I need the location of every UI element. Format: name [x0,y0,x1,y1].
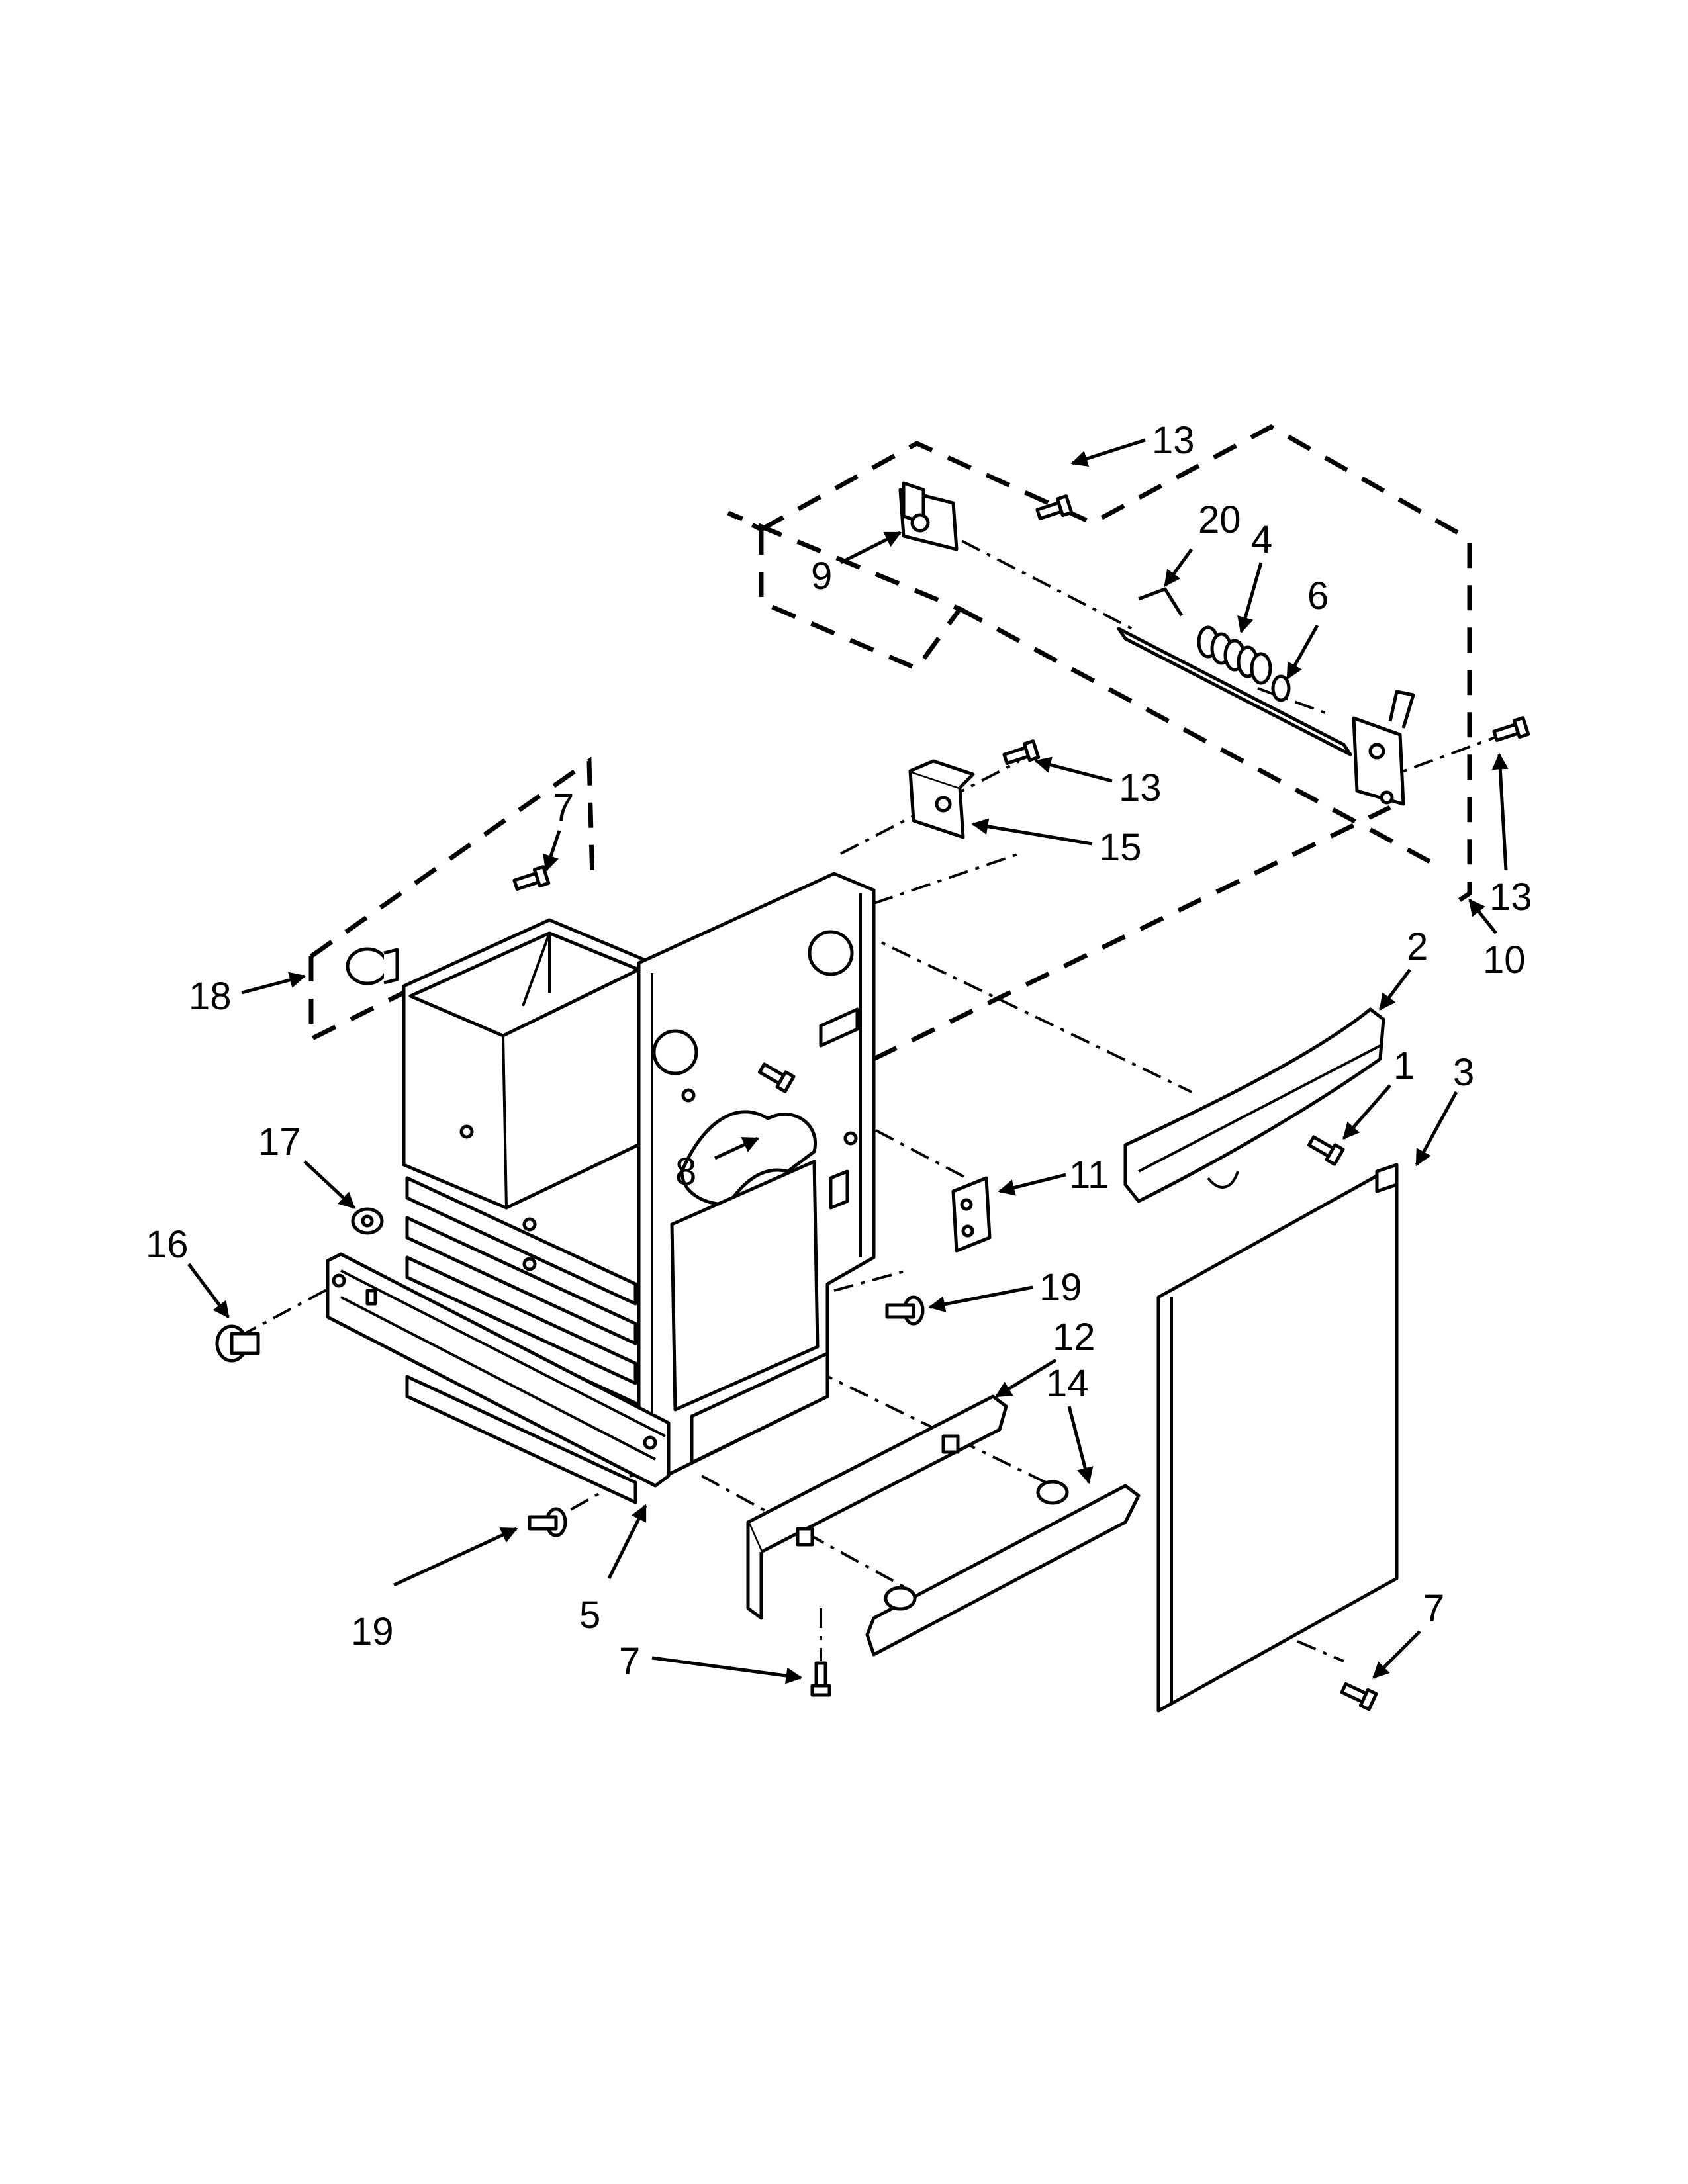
callout-9: 9 [811,555,832,598]
callout-13-top: 13 [1152,419,1195,462]
plug-part-19-upper [885,1295,925,1326]
callout-18: 18 [189,975,232,1018]
screw-part-13-right [1493,718,1528,745]
callout-17: 17 [258,1120,301,1163]
top-trim-part-2 [1123,1007,1385,1203]
callout-5: 5 [579,1594,600,1637]
clip-part-11 [951,1176,992,1253]
callout-1: 1 [1393,1044,1415,1087]
grille-part-14 [865,1480,1141,1657]
washer-part-6 [1271,674,1291,702]
knob-part-18 [346,947,399,985]
hinge-rod-part-20 [1117,587,1352,756]
base-rail-part-5 [326,1252,671,1488]
callout-2: 2 [1407,925,1428,968]
group-box-10 [727,424,1472,902]
screw-part-7-right [1340,1680,1376,1709]
callout-7-bottom: 7 [619,1640,640,1683]
toe-kick-part-12 [746,1394,1008,1620]
callout-13-mid: 13 [1119,766,1162,809]
screw-part-13-mid [1003,741,1039,768]
callout-16: 16 [146,1223,189,1266]
callout-15: 15 [1099,826,1142,869]
callout-11: 11 [1069,1154,1109,1197]
cabinet-frame [402,872,876,1504]
callout-12: 12 [1053,1316,1096,1359]
nut-part-17 [351,1207,384,1235]
bracket-part-15 [908,759,975,839]
screw-part-7-top [513,867,549,893]
callout-7-top: 7 [553,786,574,829]
side-panel-part-3 [1156,1163,1399,1713]
group-box-18 [308,756,595,1043]
leader-arrows [187,438,1509,1684]
callout-19-lower: 19 [351,1610,394,1653]
screw-part-1 [1307,1134,1343,1165]
spring-part-4 [1197,625,1272,685]
hinge-bracket-part-9 [898,481,959,551]
callout-19-upper: 19 [1039,1266,1082,1309]
assembly-lines [238,522,1503,1662]
callout-7-right: 7 [1423,1587,1444,1630]
callout-10: 10 [1483,938,1526,981]
callout-13-right: 13 [1489,876,1532,919]
callout-20: 20 [1198,498,1241,541]
callout-4: 4 [1251,518,1272,561]
screw-part-7-bottom [812,1663,829,1695]
callout-labels: 13 20 4 6 9 13 15 13 10 7 18 2 1 3 8 11 … [146,419,1532,1683]
callout-6: 6 [1307,574,1329,617]
callout-14: 14 [1046,1362,1089,1405]
callout-3: 3 [1453,1051,1474,1094]
plug-part-19-lower [528,1507,567,1537]
foot-part-16 [215,1324,260,1363]
callout-8: 8 [675,1150,696,1193]
hinge-plate-assembly [1352,690,1415,806]
